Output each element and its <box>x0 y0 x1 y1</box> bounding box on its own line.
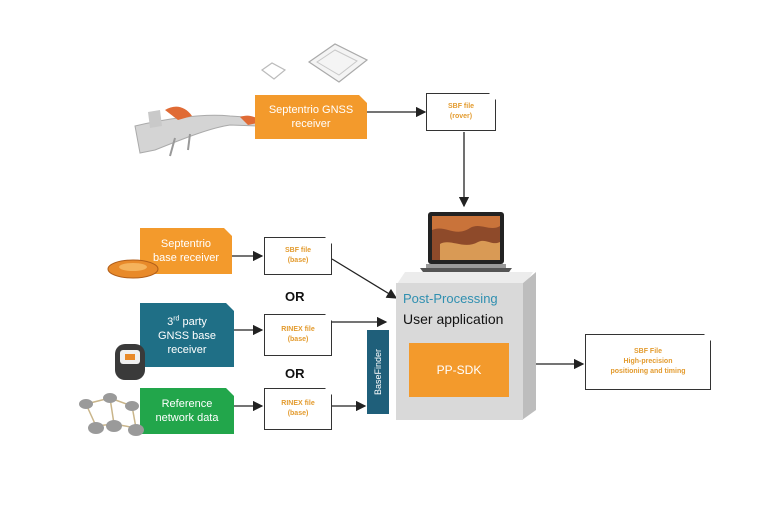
output-line2: High-precision <box>623 358 673 365</box>
base-label-line2: base receiver <box>152 252 220 264</box>
arrow-sbf-base-to-app <box>331 258 398 299</box>
rover-label-line2: receiver <box>291 118 331 130</box>
output-line1: SBF File <box>633 348 662 355</box>
drone-icon <box>134 106 262 157</box>
base-antenna-icon <box>107 259 159 279</box>
sbf-rover-line2: (rover) <box>449 113 473 120</box>
basefinder-box: BaseFinder <box>367 330 389 414</box>
sbf-rover-line1: SBF file <box>447 103 475 110</box>
post-processing-title: Post-Processing <box>403 291 498 306</box>
sbf-file-rover: SBF file (rover) <box>426 93 496 131</box>
reference-line2: network data <box>155 412 219 424</box>
rinex1-line2: (base) <box>287 336 309 343</box>
sbf-base-line2: (base) <box>287 257 309 264</box>
sbf-output-file: SBF File High-precision positioning and … <box>585 334 711 390</box>
pp-sdk-label: PP-SDK <box>436 363 482 377</box>
rinex-file-third-party: RINEX file (base) <box>264 314 332 356</box>
pp-sdk-box: PP-SDK <box>409 343 509 397</box>
or-label-1: OR <box>285 289 305 304</box>
rover-label-line1: Septentrio GNSS <box>268 104 354 116</box>
rinex-file-reference: RINEX file (base) <box>264 388 332 430</box>
reference-line1: Reference <box>161 398 213 410</box>
septentrio-gnss-receiver-box: Septentrio GNSS receiver <box>255 95 367 139</box>
laptop-icon <box>420 212 512 276</box>
sbf-base-line1: SBF file <box>284 247 312 254</box>
third-party-receiver-icon <box>115 344 145 380</box>
sbf-file-base: SBF file (base) <box>264 237 332 275</box>
post-processing-box-top <box>397 272 533 284</box>
third-party-line3: receiver <box>167 344 207 357</box>
user-application-title: User application <box>403 311 504 327</box>
or-label-2: OR <box>285 366 305 381</box>
rinex2-line1: RINEX file <box>281 400 315 407</box>
receiver-board-small-icon <box>260 62 287 80</box>
third-party-line1: 3rd party <box>167 315 207 329</box>
third-party-receiver-box: 3rd party GNSS base receiver <box>140 303 234 367</box>
post-processing-box-side <box>522 272 536 420</box>
base-label-line1: Septentrio <box>160 238 212 250</box>
basefinder-label: BaseFinder <box>373 348 383 396</box>
third-party-line2: GNSS base <box>157 330 217 343</box>
rinex1-line1: RINEX file <box>281 326 315 333</box>
output-line3: positioning and timing <box>610 368 686 375</box>
reference-network-icon <box>79 393 144 436</box>
reference-network-box: Reference network data <box>140 388 234 434</box>
rinex2-line2: (base) <box>287 410 309 417</box>
receiver-board-large-icon <box>307 43 369 83</box>
